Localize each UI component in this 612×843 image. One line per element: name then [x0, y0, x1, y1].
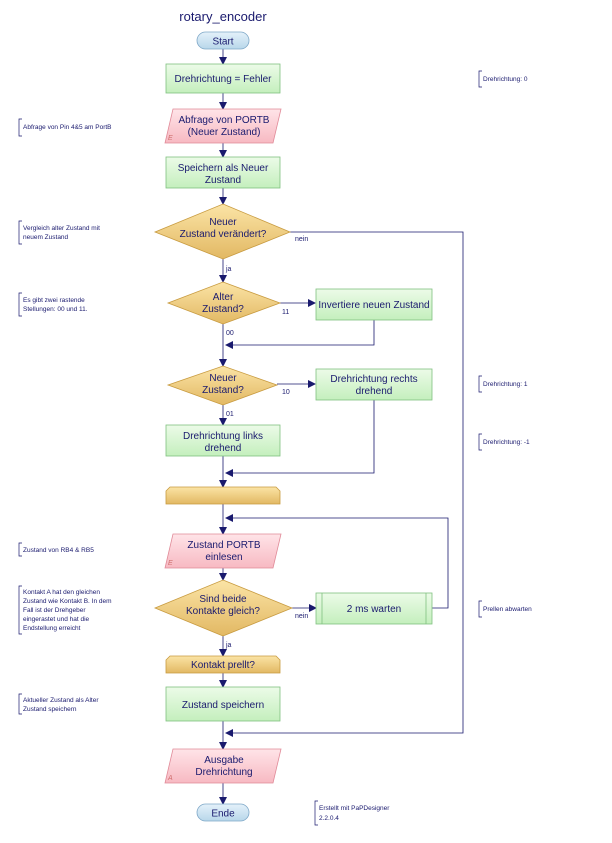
- label-new-10: 10: [282, 389, 290, 396]
- comment-stable-1: Es gibt zwei rastende: [23, 297, 85, 304]
- right-line2: drehend: [356, 386, 393, 397]
- output-block: Ausgabe Drehrichtung A: [164, 748, 282, 784]
- read2-line1: Zustand PORTB: [187, 540, 261, 551]
- output-line1: Ausgabe: [204, 755, 244, 766]
- label-same-no: nein: [295, 613, 308, 620]
- read1-line2: (Neuer Zustand): [188, 127, 261, 138]
- invert-process: Invertiere neuen Zustand: [315, 288, 433, 321]
- edge-invert-merge: [225, 320, 375, 349]
- comment-stable-2: Stellungen: 00 und 11.: [23, 306, 88, 313]
- comment-contact-5: Endstellung erreicht: [23, 625, 81, 632]
- changed-line1: Neuer: [209, 217, 237, 228]
- rotate-left-process: Drehrichtung links drehend: [165, 424, 281, 457]
- wait-label: 2 ms warten: [347, 604, 401, 615]
- start-label: Start: [212, 37, 233, 48]
- comment-contact-4: eingerastet und hat die: [23, 616, 90, 623]
- comment-portb: Abfrage von Pin 4&5 am PortB: [23, 124, 112, 131]
- start-node: Start: [196, 31, 250, 50]
- same-line1: Sind beide: [199, 594, 247, 605]
- rotate-right-process: Drehrichtung rechts drehend: [315, 368, 433, 401]
- read1-marker: E: [168, 135, 173, 142]
- comment-dir-1: Drehrichtung: 1: [483, 381, 528, 388]
- edge-labels: nein ja 11 00 10 01 nein ja: [225, 236, 308, 649]
- output-marker: A: [167, 775, 173, 782]
- comment-contact-3: Fall ist der Drehgeber: [23, 607, 86, 614]
- init-label: Drehrichtung = Fehler: [175, 74, 273, 85]
- left-line1: Drehrichtung links: [183, 431, 263, 442]
- old-line2: Zustand?: [202, 304, 244, 315]
- comment-current-1: Aktueller Zustand als Alter: [23, 697, 99, 704]
- comments: Drehrichtung: 0 Abfrage von Pin 4&5 am P…: [23, 76, 532, 822]
- read2-marker: E: [168, 560, 173, 567]
- left-line2: drehend: [205, 443, 242, 454]
- edge-right-merge: [225, 400, 375, 477]
- comment-brackets: [18, 70, 482, 826]
- merge-block: [165, 486, 281, 505]
- old-line1: Alter: [213, 292, 234, 303]
- changed-line2: Zustand verändert?: [180, 229, 267, 240]
- label-old-00: 00: [226, 330, 234, 337]
- init-process: Drehrichtung = Fehler: [165, 63, 281, 94]
- comment-compare-2: neuem Zustand: [23, 234, 69, 241]
- diagram-title: rotary_encoder: [179, 9, 267, 24]
- contacts-equal-decision: Sind beide Kontakte gleich?: [153, 579, 294, 637]
- bounce-block: Kontakt prellt?: [165, 655, 281, 674]
- comment-credit-1: Erstellt mit PaPDesigner: [319, 805, 390, 812]
- label-same-yes: ja: [225, 642, 232, 649]
- end-label: Ende: [211, 809, 235, 820]
- edge-changed-no: [225, 231, 464, 737]
- label-changed-yes: ja: [225, 266, 232, 273]
- new-line2: Zustand?: [202, 385, 244, 396]
- edge-wait-loop: [225, 514, 449, 609]
- comment-contact-2: Zustand wie Kontakt B. In dem: [23, 598, 112, 605]
- comment-current-2: Zustand speichern: [23, 706, 77, 713]
- comment-compare-1: Vergleich alter Zustand mit: [23, 225, 100, 232]
- read1-line1: Abfrage von PORTB: [179, 115, 270, 126]
- read2-line2: einlesen: [205, 552, 242, 563]
- changed-decision: Neuer Zustand verändert?: [153, 203, 292, 260]
- store-label: Zustand speichern: [182, 700, 264, 711]
- bounce-label: Kontakt prellt?: [191, 660, 255, 671]
- output-line2: Drehrichtung: [195, 767, 252, 778]
- label-changed-no: nein: [295, 236, 308, 243]
- save-new-line2: Zustand: [205, 175, 241, 186]
- new-state-decision: Neuer Zustand?: [166, 365, 279, 406]
- comment-contact-1: Kontakt A hat den gleichen: [23, 589, 100, 596]
- read-portb-2-input: Zustand PORTB einlesen E: [164, 533, 282, 569]
- comment-rb: Zustand von RB4 & RB5: [23, 547, 94, 554]
- old-state-decision: Alter Zustand?: [166, 281, 282, 325]
- invert-label: Invertiere neuen Zustand: [318, 300, 429, 311]
- label-new-01: 01: [226, 411, 234, 418]
- save-new-process: Speichern als Neuer Zustand: [165, 156, 281, 189]
- comment-debounce: Prellen abwarten: [483, 606, 532, 613]
- same-line2: Kontakte gleich?: [186, 606, 260, 617]
- wait-process: 2 ms warten: [315, 592, 433, 625]
- connectors: [219, 49, 464, 805]
- store-process: Zustand speichern: [165, 686, 281, 722]
- end-node: Ende: [196, 803, 250, 822]
- comment-dir-0: Drehrichtung: 0: [483, 76, 528, 83]
- comment-credit-2: 2.2.0.4: [319, 815, 339, 822]
- right-line1: Drehrichtung rechts: [330, 374, 417, 385]
- save-new-line1: Speichern als Neuer: [178, 163, 269, 174]
- new-line1: Neuer: [209, 373, 237, 384]
- comment-dir-minus-1: Drehrichtung: -1: [483, 439, 530, 446]
- read-portb-input: Abfrage von PORTB (Neuer Zustand) E: [164, 108, 282, 144]
- label-old-11: 11: [282, 309, 289, 316]
